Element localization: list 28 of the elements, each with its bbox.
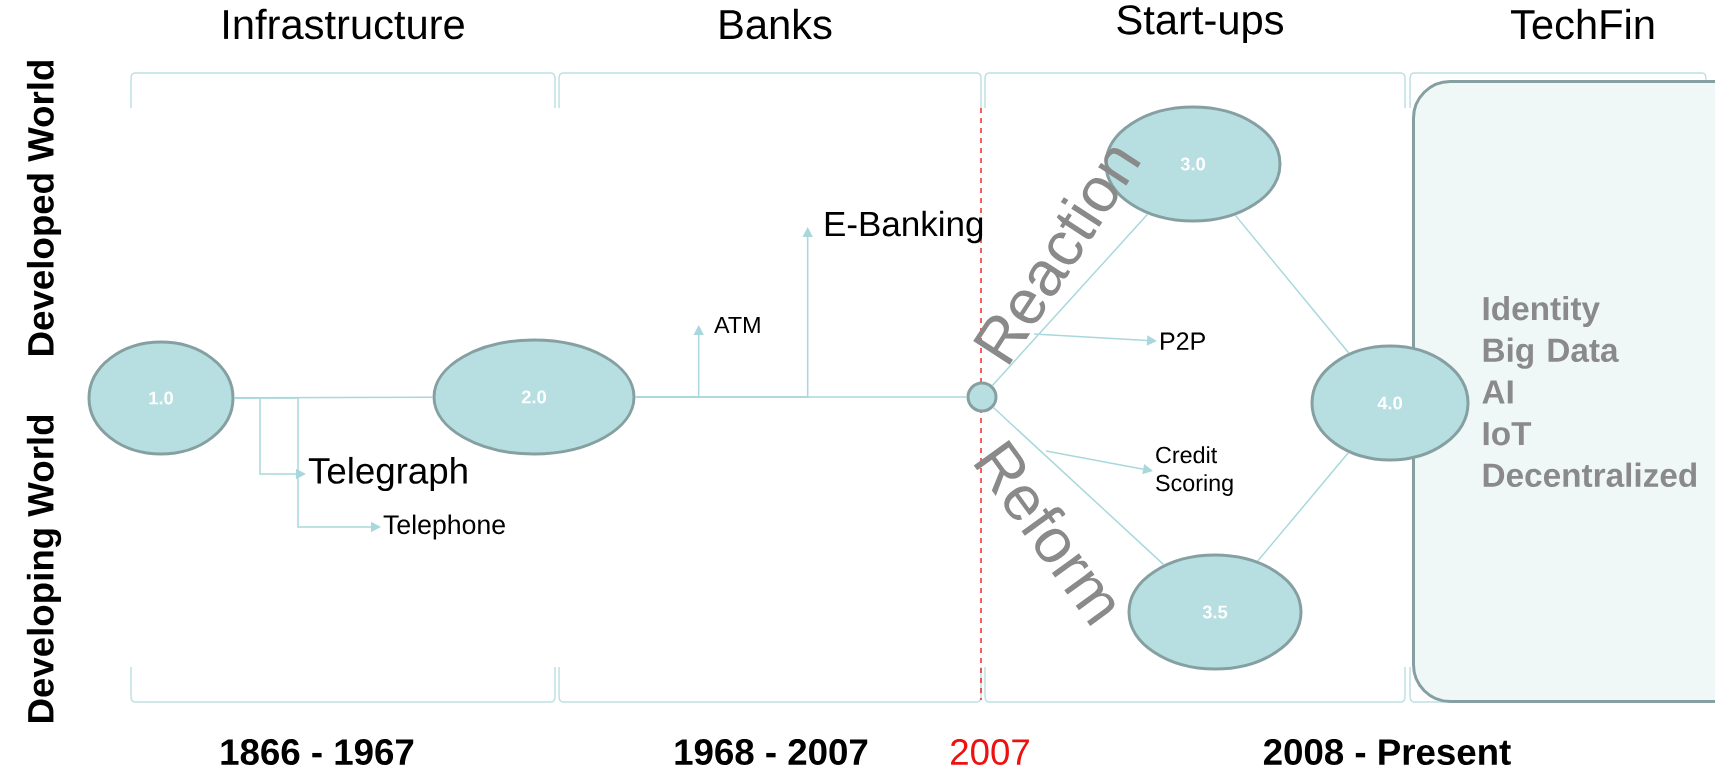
column-heading: TechFin xyxy=(1511,8,1654,40)
year-range: 2008 - Present xyxy=(1263,739,1511,765)
connector-line xyxy=(233,396,434,399)
year-range: 2007 xyxy=(951,739,1029,765)
item-label: P2P xyxy=(1161,332,1205,350)
item-label: ATM xyxy=(714,317,760,334)
column-heading: Infrastructure xyxy=(224,8,464,40)
item-label: Credit Scoring xyxy=(1156,446,1233,496)
row-label: Developed World xyxy=(26,61,62,355)
connector-line xyxy=(991,213,1149,387)
year-range: 1866 - 1967 xyxy=(221,739,414,765)
column-heading: Start-ups xyxy=(1117,5,1283,43)
ellipse-node: 2.0 xyxy=(432,338,636,456)
arrow xyxy=(634,227,813,398)
column-heading: Banks xyxy=(720,8,832,40)
row-label: Developing World xyxy=(26,415,62,723)
connector-line xyxy=(1257,452,1350,562)
rounded-panel: Identity Big Data AI IoT Decentralized xyxy=(1412,80,1715,703)
year-range: 1968 - 2007 xyxy=(675,739,868,765)
arrow xyxy=(1033,333,1157,346)
connector-line xyxy=(1234,214,1350,354)
connector-line xyxy=(992,406,1165,566)
ellipse-node: 4.0 xyxy=(1310,344,1470,462)
ellipse-node: 3.5 xyxy=(1127,553,1303,671)
junction-circle xyxy=(966,381,998,413)
item-label: Telephone xyxy=(383,514,505,540)
item-label: Telegraph xyxy=(308,456,467,492)
ellipse-node: 1.0 xyxy=(87,340,235,456)
